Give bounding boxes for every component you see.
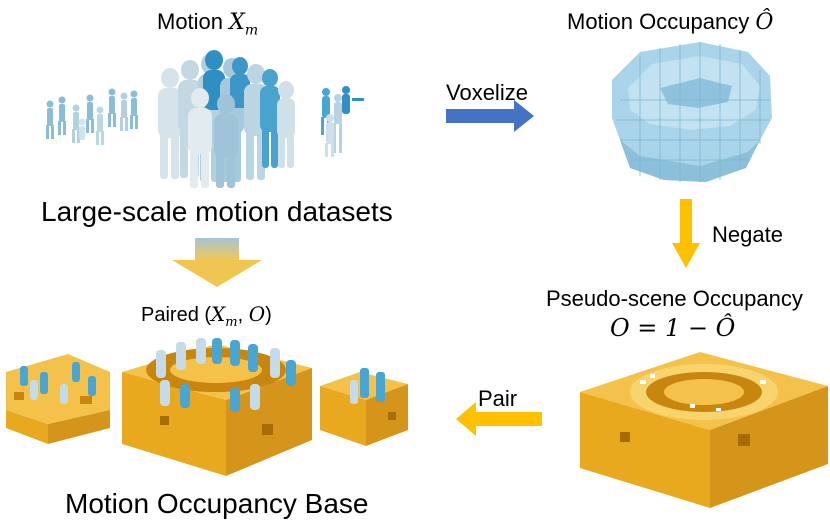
motion-title-text: Motion <box>157 9 224 34</box>
paired-box-center <box>122 338 312 476</box>
down-gradient-arrow <box>172 238 262 287</box>
paired-box-right <box>320 368 408 446</box>
motion-humans-large-crowd <box>158 50 295 188</box>
voxelize-arrow <box>446 100 534 132</box>
motion-title: Motion Xm <box>157 9 258 38</box>
pseudo-scene-title: Pseudo-scene Occupancy <box>546 286 803 311</box>
motion-occupancy-title: Motion Occupancy Ô <box>567 9 773 35</box>
motion-humans-small-left <box>46 88 138 145</box>
pair-arrow <box>456 402 542 436</box>
motion-occupancy-symbol: Ô <box>755 10 774 35</box>
occupancy-base-caption: Motion Occupancy Base <box>65 488 369 519</box>
motion-occupancy-title-text: Motion Occupancy <box>567 9 750 34</box>
motion-occupancy-voxels <box>612 42 772 182</box>
pseudo-scene-box <box>580 352 828 508</box>
paired-box-left <box>6 354 110 444</box>
negate-arrow <box>672 199 700 268</box>
paired-label: Paired (Xm, O) <box>141 302 272 330</box>
motion-title-symbol: Xm <box>229 10 259 39</box>
negate-label: Negate <box>712 222 783 247</box>
pseudo-scene-formula: O = 1 − Ô <box>610 314 736 342</box>
pair-label: Pair <box>478 386 518 411</box>
dataset-caption: Large-scale motion datasets <box>41 196 393 227</box>
motion-humans-right-group <box>321 86 364 157</box>
